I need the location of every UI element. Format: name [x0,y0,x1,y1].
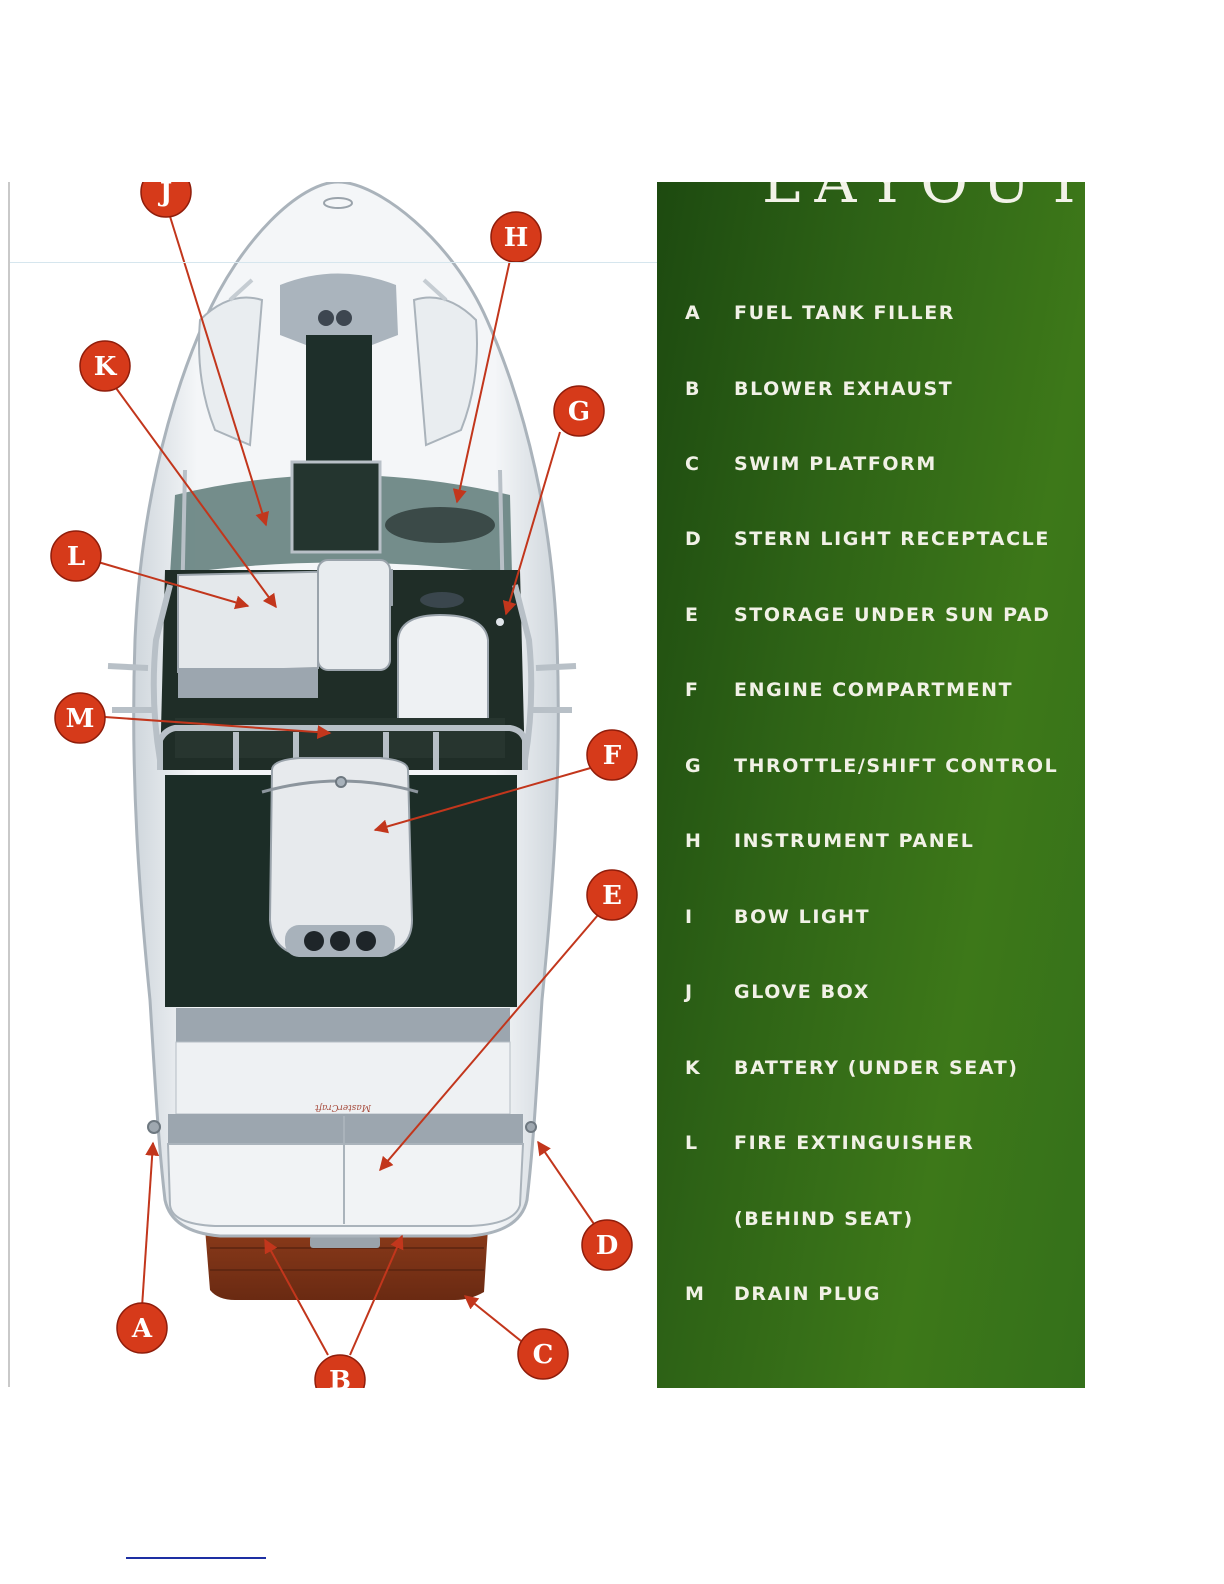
legend-label: FIRE EXTINGUISHER [734,1132,975,1154]
legend-label: SWIM PLATFORM [734,453,937,475]
legend-letter: K [685,1057,700,1079]
legend-item-b: B BLOWER EXHAUST [657,370,1085,410]
legend-letter: L [685,1132,698,1154]
legend-label: ENGINE COMPARTMENT [734,679,1014,701]
cockpit [160,559,525,770]
legend-item-c: C SWIM PLATFORM [657,445,1085,485]
legend-label: INSTRUMENT PANEL [734,830,975,852]
legend-letter: B [685,378,700,400]
legend-letter: M [685,1283,704,1305]
svg-text:F: F [603,741,622,771]
leader-G [502,431,561,616]
legend-letter: F [685,679,698,701]
callout-K: K [79,340,131,392]
scan-artifact-line [10,262,660,263]
legend-list: A FUEL TANK FILLER B BLOWER EXHAUST C SW… [657,182,1085,1388]
leader-B2 [349,1234,404,1356]
legend-item-g: G THROTTLE/SHIFT CONTROL [657,747,1085,787]
wakeboard-tower [107,584,577,770]
legend-letter: I [685,906,693,928]
legend-item-l: L FIRE EXTINGUISHER [657,1124,1085,1164]
legend-label: (BEHIND SEAT) [734,1208,914,1230]
svg-text:A: A [131,1314,153,1344]
legend-label: STERN LIGHT RECEPTACLE [734,528,1050,550]
legend-label: BOW LIGHT [734,906,871,928]
leader-L [97,561,250,610]
boat-logo-text: MasterCraft [315,1102,372,1112]
scan-edge [8,182,10,1387]
legend-label: BATTERY (UNDER SEAT) [734,1057,1019,1079]
svg-text:K: K [94,352,118,382]
legend-item-h: H INSTRUMENT PANEL [657,822,1085,862]
svg-text:C: C [533,1340,554,1370]
leader-B1 [264,1238,329,1356]
legend-letter: C [685,453,699,475]
legend-item-d: D STERN LIGHT RECEPTACLE [657,520,1085,560]
swim-platform [205,1228,488,1300]
legend-item-f: F ENGINE COMPARTMENT [657,671,1085,711]
legend-label: STORAGE UNDER SUN PAD [734,604,1051,626]
callout-E: E [586,869,638,921]
callout-G: G [553,385,605,437]
legend-panel: LAYOUT A FUEL TANK FILLER B BLOWER EXHAU… [657,182,1085,1388]
legend-item-k: K BATTERY (UNDER SEAT) [657,1049,1085,1089]
svg-text:B: B [329,1366,351,1388]
legend-label: DRAIN PLUG [734,1283,882,1305]
svg-text:E: E [602,881,622,911]
legend-label: THROTTLE/SHIFT CONTROL [734,755,1059,777]
legend-item-a: A FUEL TANK FILLER [657,294,1085,334]
callout-H: H [490,211,542,263]
leader-D [537,1140,595,1225]
svg-text:M: M [66,704,95,734]
engine-area [165,757,517,1007]
leader-K [115,387,277,609]
callout-F: F [586,729,638,781]
legend-item-e: E STORAGE UNDER SUN PAD [657,596,1085,636]
legend-label: BLOWER EXHAUST [734,378,954,400]
legend-letter: J [685,981,693,1003]
legend-item-i: I BOW LIGHT [657,898,1085,938]
legend-label: GLOVE BOX [734,981,870,1003]
legend-item-m: M DRAIN PLUG [657,1275,1085,1315]
legend-letter: G [685,755,701,777]
legend-item-l-continued: (BEHIND SEAT) [657,1200,1085,1240]
legend-item-j: J GLOVE BOX [657,973,1085,1013]
svg-text:D: D [596,1231,619,1261]
windshield [170,460,512,701]
callout-M: M [54,692,106,744]
callout-B: B [314,1354,366,1388]
svg-text:L: L [67,542,85,572]
legend-letter: A [685,302,700,324]
boat-layout-diagram: MasterCraft J H [10,182,660,1388]
leader-H [452,259,511,504]
svg-text:J: J [158,182,172,208]
callout-J: J [140,182,192,218]
callout-C: C [517,1328,569,1380]
svg-text:H: H [504,223,529,253]
callout-D: D [581,1219,633,1271]
leader-A [141,1141,160,1308]
svg-text:G: G [568,397,590,427]
legend-letter: D [685,528,701,550]
leader-E [379,914,599,1172]
leader-M [104,716,332,740]
bow-seating [198,197,478,475]
panel-title: LAYOUT [762,182,1085,216]
legend-letter: H [685,830,701,852]
footer-rule [126,1557,266,1559]
callout-A: A [116,1302,168,1354]
callout-L: L [50,530,102,582]
legend-label: FUEL TANK FILLER [734,302,956,324]
leader-F [373,766,595,834]
leader-C [463,1295,527,1346]
rear-seating: MasterCraft [147,1008,537,1227]
leader-lines [97,209,599,1356]
legend-letter: E [685,604,698,626]
